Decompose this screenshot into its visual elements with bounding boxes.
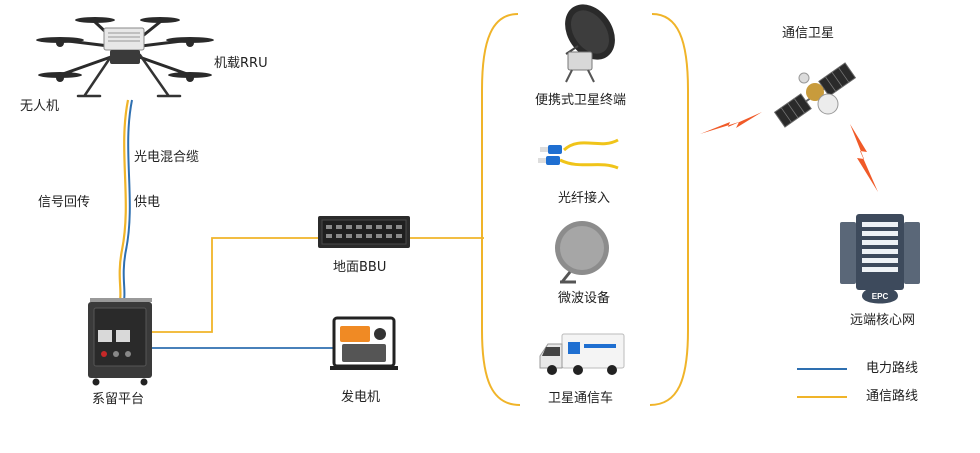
cable-label: 光电混合缆 — [134, 150, 200, 165]
signal-return-label: 信号回传 — [38, 195, 91, 210]
drone-label: 无人机 — [20, 99, 60, 114]
bbu-label: 地面BBU — [333, 260, 387, 275]
server-icon: EPC — [840, 214, 920, 304]
portable-terminal-label: 便携式卫星终端 — [535, 93, 627, 108]
lightning-bolt-right — [850, 124, 878, 192]
generator-icon — [330, 316, 398, 370]
fiber-connector-icon — [538, 138, 619, 170]
microwave-label: 微波设备 — [558, 291, 611, 306]
satellite-label: 通信卫星 — [782, 26, 835, 41]
legend-power-label: 电力路线 — [866, 361, 919, 376]
backhaul-options-bracket — [481, 13, 689, 406]
tether-platform-label: 系留平台 — [92, 392, 145, 407]
satellite-icon — [773, 62, 857, 128]
tether-platform-icon — [88, 298, 152, 386]
drone-icon — [36, 17, 214, 98]
rru-label: 机载RRU — [214, 56, 268, 71]
epc-label: EPC — [872, 292, 889, 301]
lightning-bolt-left — [700, 112, 762, 134]
remote-core-label: 远端核心网 — [850, 313, 916, 328]
comm-line-platform-bbu — [150, 237, 318, 333]
portable-satellite-terminal-icon — [565, 4, 615, 83]
satellite-vehicle-label: 卫星通信车 — [548, 391, 614, 406]
power-supply-label: 供电 — [134, 195, 161, 210]
microwave-dish-icon — [555, 221, 609, 284]
legend-comm-label: 通信路线 — [866, 389, 919, 404]
bbu-icon — [318, 216, 410, 248]
fiber-access-label: 光纤接入 — [558, 191, 611, 206]
tether-cable — [118, 99, 133, 301]
generator-label: 发电机 — [341, 390, 381, 405]
satellite-vehicle-icon — [539, 333, 625, 375]
